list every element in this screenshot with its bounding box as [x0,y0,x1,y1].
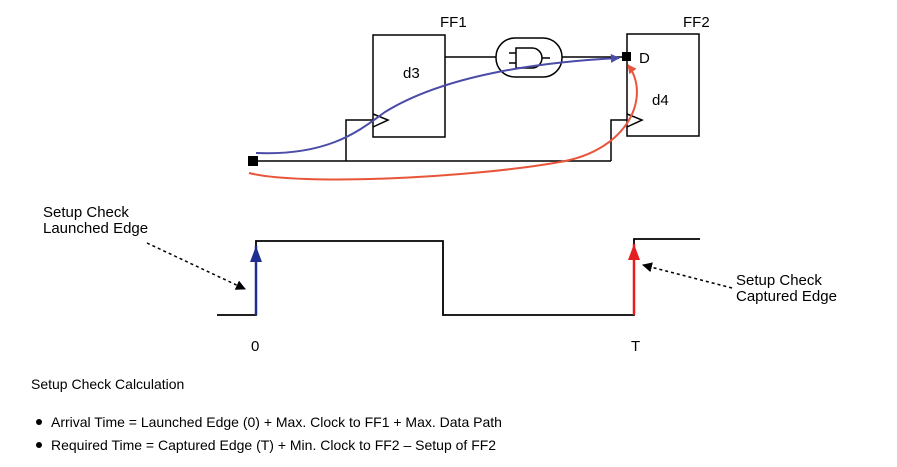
bullet-icon [36,419,42,426]
and-gate-icon [495,37,563,78]
ff1-delay-label: d3 [403,65,420,82]
ff1-label: FF1 [440,14,467,31]
calculation-title: Setup Check Calculation [31,376,185,392]
ff2: FF2 D d4 [622,14,710,137]
clock-to-ff1-wire [345,119,373,161]
ff2-label: FF2 [683,14,710,31]
bullet-icon [36,442,42,449]
clock-source-pin [248,156,258,166]
launch-edge-arrowhead [250,246,262,262]
capture-edge-arrowhead [628,244,640,260]
clock-waveform [217,238,700,316]
launched-edge-line-2: Launched Edge [43,220,148,237]
ff2-d-pin [622,52,631,61]
captured-edge-line-2: Captured Edge [736,288,837,305]
captured-edge-line-1: Setup Check [736,272,822,289]
ff1-box [372,34,446,138]
clock-path-curve [248,64,638,181]
launched-edge-pointer [146,242,246,290]
ff1: FF1 d3 [372,14,467,138]
arrival-time-formula: Arrival Time = Launched Edge (0) + Max. … [51,414,502,430]
calculation-list: Arrival Time = Launched Edge (0) + Max. … [31,413,502,459]
captured-edge-pointer [642,262,733,289]
ff2-delay-label: d4 [652,92,669,109]
list-item: Arrival Time = Launched Edge (0) + Max. … [31,413,502,436]
ff2-d-pin-label: D [639,50,650,67]
clock-to-ff2-wire [610,119,627,161]
time-t-label: T [631,338,640,355]
list-item: Required Time = Captured Edge (T) + Min.… [31,436,502,459]
data-path-curve [255,53,620,155]
time-zero-label: 0 [251,338,259,355]
required-time-formula: Required Time = Captured Edge (T) + Min.… [51,437,497,453]
launched-edge-annotation: Setup Check Launched Edge [43,204,148,237]
ff2-box [626,33,700,137]
captured-edge-annotation: Setup Check Captured Edge [736,272,837,305]
launched-edge-line-1: Setup Check [43,204,129,221]
